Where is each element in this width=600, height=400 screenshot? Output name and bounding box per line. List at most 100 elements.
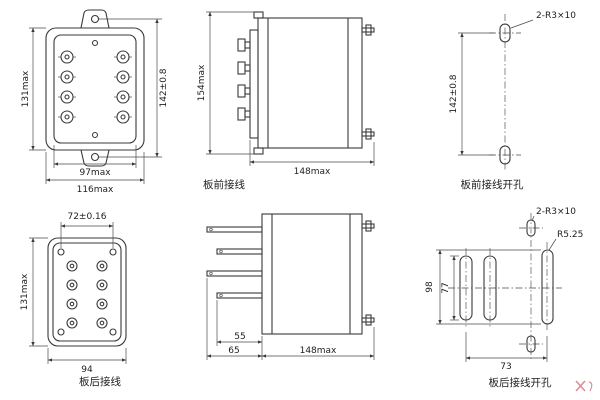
mounting-hole-top <box>90 14 100 24</box>
terminal-screw-side <box>237 38 251 52</box>
dim-depth: 148max <box>249 140 375 177</box>
caption-rear-drill: 板后接线开孔 <box>489 376 552 389</box>
corner-hole <box>109 328 117 336</box>
dim-label: 77 <box>441 282 451 293</box>
terminal-screw <box>66 317 78 329</box>
terminal-screw <box>58 50 76 64</box>
case-side-outline <box>261 213 363 335</box>
case-outline <box>47 237 127 347</box>
terminal-screws-front <box>58 50 132 124</box>
mounting-stud-top <box>361 24 375 36</box>
dim-label: 65 <box>228 346 239 356</box>
dim-label: 131max <box>21 70 31 107</box>
terminal-screw <box>58 70 76 84</box>
watermark-cross <box>575 380 586 392</box>
case-inner-outline <box>53 34 137 144</box>
terminal-screw <box>114 110 132 124</box>
drill-pattern-front-wiring: 2-R3×10 142±0.8 板前接线开孔 <box>449 11 576 191</box>
case-inner-outline <box>52 242 122 342</box>
dim-height-body: 131max <box>21 27 46 151</box>
terminal-screw <box>66 298 78 310</box>
corner-hole <box>57 328 65 336</box>
mount-slot-bottom <box>526 335 536 353</box>
dim-label: 148max <box>294 167 331 177</box>
side-view-rear-wiring: 55 65 148max <box>206 213 375 360</box>
terminal-screw <box>114 90 132 104</box>
dim-label: 55 <box>234 332 245 342</box>
terminal-screw <box>96 298 108 310</box>
mounting-ear-top <box>80 9 110 29</box>
dim-spacing: 142±0.8 <box>449 32 494 156</box>
dim-label: 131max <box>20 273 30 310</box>
side-view-front-wiring: 154max 148max 板前接线 <box>197 11 375 191</box>
dim-label: 94 <box>81 365 93 375</box>
dim-width-outer: 116max <box>45 152 145 195</box>
mounting-hole-bottom <box>90 152 100 162</box>
dim-width: 94 <box>47 348 127 375</box>
dim-label: 98 <box>425 281 435 293</box>
terminal-screw <box>96 260 108 272</box>
dim-label: 116max <box>77 185 114 195</box>
terminal-screw <box>96 317 108 329</box>
terminal-pins <box>206 226 263 299</box>
mounting-stud-bottom <box>361 128 375 140</box>
caption-rear-wiring: 板后接线 <box>79 375 121 388</box>
case-side-outline <box>257 17 363 149</box>
terminal-screw <box>66 279 78 291</box>
caption-front-wiring: 板前接线 <box>203 178 245 191</box>
dim-label: 154max <box>197 64 207 101</box>
center-screw-top <box>91 39 99 47</box>
leader-line <box>531 215 535 222</box>
mounting-stud-bottom <box>361 314 375 326</box>
watermark-mark <box>588 381 593 392</box>
dim-label: 97max <box>79 168 111 178</box>
front-view-drawing: 131max 142±0.8 97max 116max <box>21 9 169 195</box>
terminal-screw <box>114 70 132 84</box>
dim-height: 154max <box>197 11 254 155</box>
watermark-logo <box>574 378 596 397</box>
center-screw-bottom <box>91 131 99 139</box>
dim-slot: 77 <box>441 255 459 321</box>
terminal-screw <box>58 90 76 104</box>
terminal-screw <box>66 260 78 272</box>
rear-view-drawing: 72±0.16 131max 94 板后接线 <box>20 212 127 388</box>
dim-label: 142±0.8 <box>449 74 459 113</box>
dim-label: 73 <box>500 362 511 372</box>
terminal-screw-side <box>237 84 251 98</box>
caption-front-drill: 板前接线开孔 <box>461 178 524 191</box>
leader-line <box>510 19 534 29</box>
pin-slot-left-a <box>459 255 473 321</box>
drill-pattern-rear-wiring: 2-R3×10 R5.25 98 77 73 板后接线开孔 <box>425 207 583 389</box>
case-outline <box>45 27 145 151</box>
dim-height-holes: 142±0.8 <box>99 18 169 158</box>
terminal-screw <box>96 279 108 291</box>
ear-tab-top <box>253 11 264 19</box>
mounting-stud-top <box>361 220 375 232</box>
dim-label: 148max <box>300 346 337 356</box>
radius-label: R5.25 <box>557 230 583 240</box>
dim-span: 73 <box>465 332 548 372</box>
corner-hole <box>109 248 117 256</box>
dim-hole-span: 72±0.16 <box>60 212 114 248</box>
terminal-pin-short <box>216 248 263 255</box>
terminal-screw <box>58 110 76 124</box>
terminal-screw-side <box>237 107 251 121</box>
slot-label: 2-R3×10 <box>536 11 576 21</box>
dim-pin-long: 65 <box>206 278 263 360</box>
corner-hole <box>57 248 65 256</box>
slot-hole-top <box>499 23 511 43</box>
dim-width-inner: 97max <box>53 145 137 178</box>
terminal-screw <box>114 50 132 64</box>
slot-label: 2-R3×10 <box>536 207 576 217</box>
mounting-ear-bottom <box>80 149 110 167</box>
terminal-pin-long <box>206 270 263 277</box>
leader-line <box>548 238 557 251</box>
terminal-pin-short <box>216 292 263 299</box>
terminal-flange <box>249 29 259 139</box>
dim-label: 142±0.8 <box>159 68 169 107</box>
mount-slot-top <box>526 219 536 237</box>
terminal-screws-side <box>237 38 251 121</box>
dim-height: 131max <box>20 237 48 347</box>
